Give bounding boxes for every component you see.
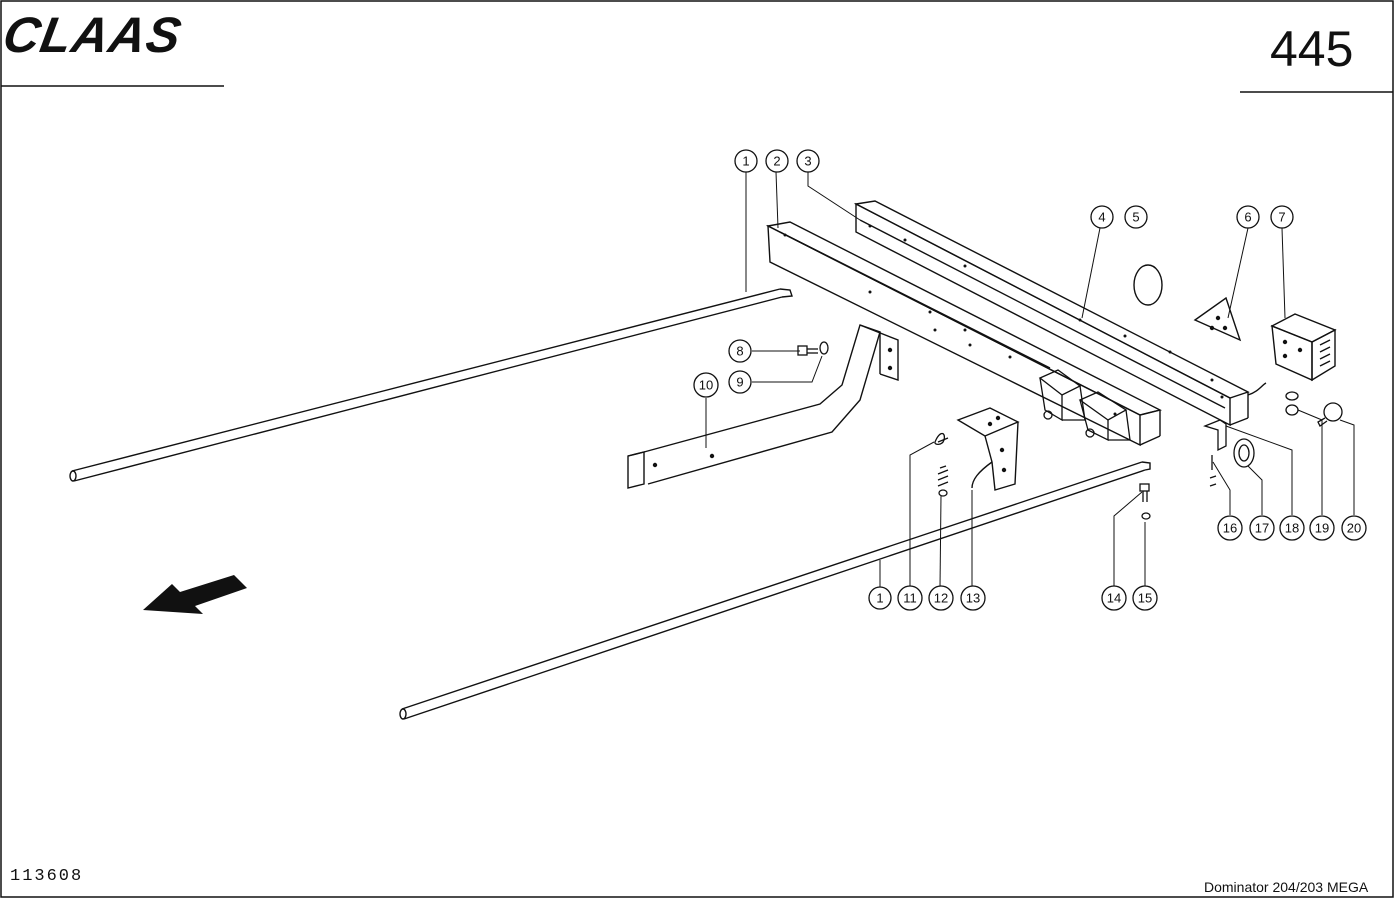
svg-text:2: 2 — [773, 154, 780, 169]
svg-text:17: 17 — [1255, 521, 1269, 536]
drawing-number: 113608 — [10, 867, 84, 886]
callout-11[interactable]: 11 — [897, 585, 923, 611]
mount-bracket — [956, 407, 1020, 491]
callout-7[interactable]: 7 — [1270, 205, 1294, 229]
bolt-washer — [797, 341, 829, 356]
support-arm — [627, 324, 899, 489]
callouts: 1 2 3 4 5 6 7 8 — [693, 149, 1367, 611]
callout-17[interactable]: 17 — [1249, 515, 1275, 541]
callout-2[interactable]: 2 — [765, 149, 789, 173]
brand-logo: CLAAS — [0, 7, 187, 63]
rail-holes — [868, 224, 1224, 399]
svg-text:8: 8 — [736, 344, 743, 359]
svg-text:19: 19 — [1315, 521, 1329, 536]
svg-text:18: 18 — [1285, 521, 1299, 536]
model-name: Dominator 204/203 MEGA — [1204, 879, 1369, 895]
round-reflector — [1133, 264, 1163, 306]
callout-18[interactable]: 18 — [1279, 515, 1305, 541]
callout-13[interactable]: 13 — [960, 585, 986, 611]
svg-text:1: 1 — [742, 154, 749, 169]
callout-6[interactable]: 6 — [1236, 205, 1260, 229]
svg-text:1: 1 — [876, 591, 883, 606]
svg-text:13: 13 — [966, 591, 980, 606]
svg-text:4: 4 — [1098, 210, 1105, 225]
callout-3[interactable]: 3 — [796, 149, 820, 173]
svg-text:5: 5 — [1132, 210, 1139, 225]
leader-lines — [705, 171, 1355, 588]
svg-text:3: 3 — [804, 154, 811, 169]
callout-4[interactable]: 4 — [1090, 205, 1114, 229]
svg-text:12: 12 — [934, 591, 948, 606]
triangle-reflector — [1193, 296, 1242, 342]
svg-text:9: 9 — [736, 375, 743, 390]
travel-direction-arrow — [143, 575, 247, 614]
svg-text:7: 7 — [1278, 210, 1285, 225]
tube-upper — [69, 288, 793, 482]
svg-text:10: 10 — [699, 378, 713, 393]
callout-20[interactable]: 20 — [1341, 515, 1367, 541]
callout-1-top[interactable]: 1 — [734, 149, 758, 173]
bolt-nut — [1139, 483, 1151, 520]
bulb-parts — [1285, 391, 1343, 427]
callout-19[interactable]: 19 — [1309, 515, 1335, 541]
callout-12[interactable]: 12 — [928, 585, 954, 611]
callout-10[interactable]: 10 — [693, 372, 719, 398]
svg-text:11: 11 — [903, 591, 917, 606]
callout-9[interactable]: 9 — [728, 370, 752, 394]
beam-holes — [783, 233, 1117, 416]
callout-1-bottom[interactable]: 1 — [868, 586, 892, 610]
svg-text:14: 14 — [1107, 591, 1121, 606]
callout-8[interactable]: 8 — [728, 339, 752, 363]
page-number: 445 — [1270, 21, 1354, 77]
tube-lower — [399, 461, 1151, 720]
callout-15[interactable]: 15 — [1132, 585, 1158, 611]
angle-rail — [853, 200, 1267, 427]
main-beam — [765, 221, 1162, 447]
callout-14[interactable]: 14 — [1101, 585, 1127, 611]
callout-16[interactable]: 16 — [1217, 515, 1243, 541]
spring-pin — [934, 432, 949, 497]
svg-text:6: 6 — [1244, 210, 1251, 225]
lamp-housing — [1270, 313, 1337, 382]
lamp-bracket — [1203, 419, 1255, 487]
callout-5[interactable]: 5 — [1124, 205, 1148, 229]
svg-text:20: 20 — [1347, 521, 1361, 536]
svg-text:16: 16 — [1223, 521, 1237, 536]
svg-text:15: 15 — [1138, 591, 1152, 606]
beam-brackets — [1038, 369, 1131, 442]
